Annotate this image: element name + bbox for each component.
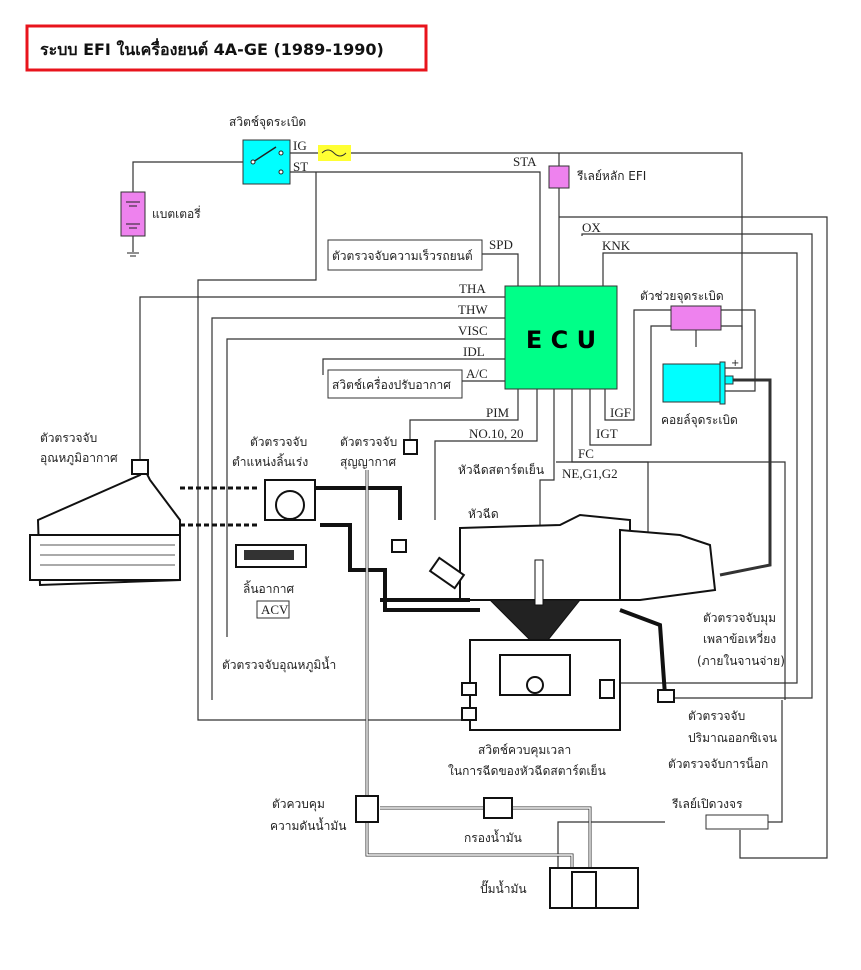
- ignition-switch[interactable]: [242, 139, 291, 185]
- air-temp-label-1: ตัวตรวจจับ: [40, 431, 97, 445]
- injector-label: หัวฉีด: [468, 507, 499, 521]
- air-valve-label: ลิ้นอากาศ: [243, 580, 295, 596]
- oxygen-label-1: ตัวตรวจจับ: [688, 709, 745, 723]
- fuel-filter-label: กรองน้ำมัน: [464, 829, 522, 845]
- fc-signal: FC: [578, 446, 594, 461]
- thw-signal: THW: [458, 302, 488, 317]
- speed-sensor-box: [327, 239, 483, 271]
- spd-signal: SPD: [489, 237, 513, 252]
- tha-signal: THA: [459, 281, 486, 296]
- ground-icon: [127, 252, 139, 257]
- water-temp-label: ตัวตรวจจับอุณหภูมิน้ำ: [222, 656, 336, 673]
- vacuum-label-1: ตัวตรวจจับ: [340, 435, 397, 449]
- wiring: [132, 152, 828, 880]
- efi-relay-label: รีเลย์หลัก EFI: [576, 169, 646, 183]
- battery-label: แบตเตอรี่: [152, 205, 201, 221]
- pim-signal: PIM: [486, 405, 510, 420]
- vacuum-label-2: สุญญากาศ: [340, 455, 397, 470]
- timer-switch-label-2: ในการฉีดของหัวฉีดสตาร์ตเย็น: [448, 763, 606, 778]
- fuse-icon: [318, 145, 351, 161]
- no1020-signal: NO.10, 20: [469, 426, 524, 441]
- st-label: ST: [293, 159, 308, 174]
- ecu-box: [504, 285, 618, 390]
- knk-signal: KNK: [602, 238, 631, 253]
- engine: [380, 513, 717, 731]
- ig-label: IG: [293, 138, 307, 153]
- ac-switch-label: สวิตช์เครื่องปรับอากาศ: [332, 376, 451, 392]
- crank-label-3: (ภายในจานจ่าย): [697, 654, 785, 668]
- battery-icon: [120, 191, 146, 237]
- crank-label-2: เพลาข้อเหวี่ยง: [703, 630, 776, 646]
- acv-box: [256, 600, 290, 619]
- cold-start-injector-label: หัวฉีดสตาร์ตเย็น: [458, 462, 544, 477]
- circuit-relay-box: [705, 814, 769, 830]
- ac-signal: A/C: [466, 366, 488, 381]
- regulator-label-1: ตัวควบคุม: [272, 797, 325, 812]
- svg-text:+: +: [731, 358, 739, 369]
- vacuum-sensor: [403, 439, 418, 455]
- cold-start-injector: [391, 539, 407, 553]
- fuel-lines: [355, 470, 639, 909]
- oxygen-label-2: ปริมาณออกซิเจน: [688, 731, 777, 745]
- efi-main-relay: [548, 165, 570, 189]
- timer-switch-label-1: สวิตช์ควบคุมเวลา: [478, 743, 571, 758]
- fuel-pump-label: ปั๊มน้ำมัน: [480, 880, 527, 896]
- crank-label-1: ตัวตรวจจับมุม: [703, 611, 776, 626]
- sta-signal: STA: [513, 154, 537, 169]
- throttle-label-2: ตำแหน่งลิ้นเร่ง: [232, 453, 308, 469]
- knock-sensor-label: ตัวตรวจจับการน็อก: [668, 756, 768, 771]
- idl-signal: IDL: [463, 344, 485, 359]
- igt-signal: IGT: [596, 426, 618, 441]
- igf-signal: IGF: [610, 405, 631, 420]
- ecu-label: E C U: [526, 326, 596, 354]
- ignition-coil: +: [662, 358, 739, 405]
- throttle-label-1: ตัวตรวจจับ: [250, 435, 307, 449]
- page-title: ระบบ EFI ในเครื่องยนต์ 4A-GE (1989-1990): [40, 38, 384, 59]
- igniter-box: [670, 305, 722, 331]
- regulator-label-2: ความดันน้ำมัน: [270, 817, 346, 833]
- air-temp-sensor: [131, 459, 149, 475]
- acv-label: ACV: [261, 602, 289, 617]
- circuit-relay-label: รีเลย์เปิดวงจร: [671, 797, 743, 811]
- air-cleaner: [29, 468, 181, 587]
- title-box: ระบบ EFI ในเครื่องยนต์ 4A-GE (1989-1990): [25, 24, 428, 72]
- ox-signal: OX: [582, 220, 601, 235]
- visc-signal: VISC: [458, 323, 488, 338]
- coil-label: คอยล์จุดระเบิด: [661, 413, 738, 428]
- ac-switch-box: [327, 369, 463, 399]
- speed-sensor-label: ตัวตรวจจับความเร็วรถยนต์: [332, 248, 473, 263]
- igniter-label: ตัวช่วยจุดระเบิด: [640, 289, 724, 304]
- ne-signal: NE,G1,G2: [562, 466, 618, 481]
- ignition-switch-label: สวิตช์จุดระเบิด: [229, 115, 306, 130]
- air-temp-label-2: อุณหภูมิอากาศ: [40, 451, 118, 466]
